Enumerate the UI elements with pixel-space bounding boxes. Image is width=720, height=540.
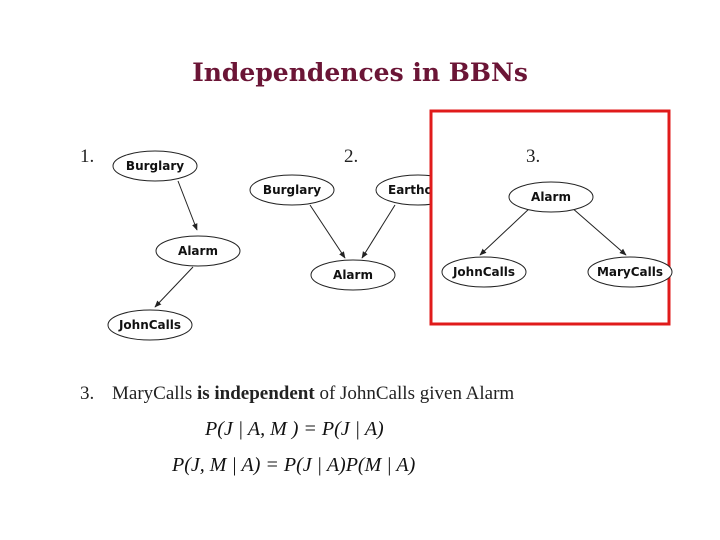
equation-joint: P(J, M | A) = P(J | A)P(M | A) [172,454,416,476]
svg-text:JohnCalls: JohnCalls [118,318,181,332]
statement-relation: is independent [196,383,315,404]
node-marycalls: MaryCalls [587,256,673,288]
svg-text:MaryCalls: MaryCalls [597,265,663,279]
svg-text:Burglary: Burglary [263,183,321,197]
node-burglary-2: Burglary [249,174,335,206]
node-alarm: Alarm [155,235,241,267]
diagram-2-number: 2. [344,146,358,167]
node-johncalls: JohnCalls [107,309,193,341]
slide-title: Independences in BBNs [192,58,528,87]
node-burglary: Burglary [112,150,198,182]
node-alarm-3: Alarm [508,181,594,213]
node-johncalls-3: JohnCalls [441,256,527,288]
statement-object: of JohnCalls given Alarm [319,383,515,404]
svg-text:Alarm: Alarm [178,244,218,258]
statement-subject: MaryCalls [112,383,193,404]
diagram-3-number: 3. [526,146,540,167]
svg-text:Burglary: Burglary [126,159,184,173]
diagram-2: 2. Burglary Eartho Alarm [249,146,433,291]
highlight-box [429,109,671,326]
node-alarm-2: Alarm [310,259,396,291]
svg-text:JohnCalls: JohnCalls [452,265,515,279]
svg-text:Alarm: Alarm [531,190,571,204]
diagram-1: 1. Burglary Alarm JohnCalls [80,146,241,341]
statement-number: 3. [80,383,95,404]
diagram-1-number: 1. [80,146,94,167]
node-eartho: Eartho [375,174,433,206]
equation-conditional: P(J | A, M ) = P(J | A) [205,418,384,440]
svg-text:Alarm: Alarm [333,268,373,282]
svg-text:Eartho: Eartho [388,183,433,197]
diagram-3: 3. Alarm JohnCalls MaryCalls [441,146,673,288]
independence-statement: 3. MaryCalls is independent of JohnCalls … [80,383,514,405]
